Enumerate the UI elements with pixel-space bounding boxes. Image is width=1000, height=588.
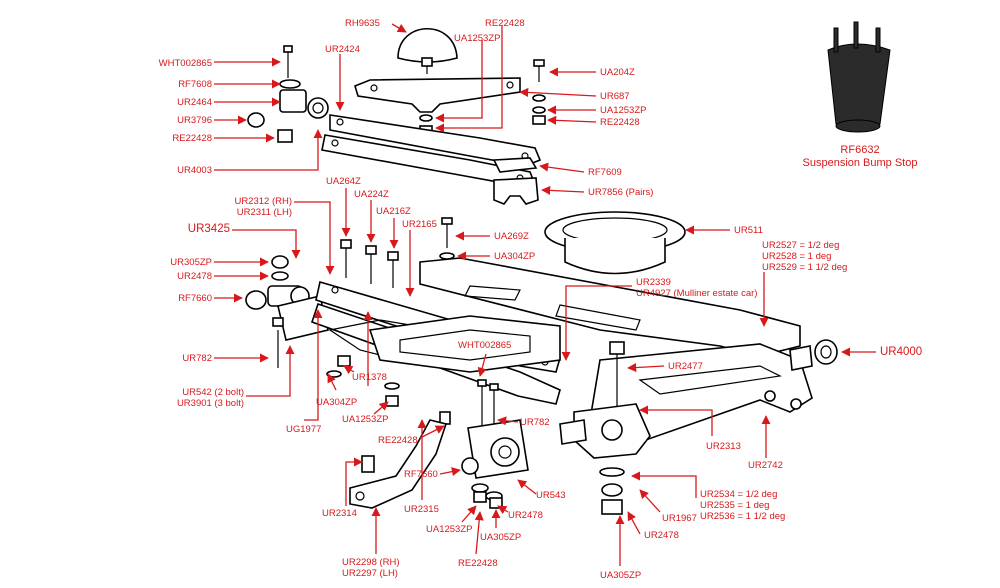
- label-re22428-mid: RE22428: [378, 435, 418, 446]
- label-ua304zp-mid: UA304ZP: [316, 397, 358, 408]
- clamp-pair: [492, 157, 539, 205]
- label-ur2477: UR2477: [668, 361, 703, 372]
- label-ur687: UR687: [600, 91, 630, 102]
- label-re22428-top: RE22428: [485, 18, 525, 29]
- bolt-ua204z: [532, 59, 546, 125]
- label-ur2536: UR2536 = 1 1/2 deg: [700, 511, 786, 522]
- label-rf7660-mid: RF7660: [404, 469, 438, 480]
- inset-part-number: RF6632: [840, 144, 880, 156]
- label-ur542: UR542 (2 bolt): [182, 387, 244, 398]
- label-rf7609: RF7609: [588, 167, 622, 178]
- label-ur2529: UR2529 = 1 1/2 deg: [762, 262, 848, 273]
- label-ur2478-br: UR2478: [644, 530, 679, 541]
- inset-caption: RF6632 Suspension Bump Stop: [790, 144, 930, 170]
- label-ua269z: UA269Z: [494, 231, 529, 242]
- lower-swivel: [461, 379, 529, 509]
- kingpin: [609, 341, 625, 406]
- label-ur1378: UR1378: [352, 372, 387, 383]
- label-ua1253zp-mid: UA1253ZP: [342, 414, 389, 425]
- label-ur2742: UR2742: [748, 460, 783, 471]
- label-ur7856: UR7856 (Pairs): [588, 187, 654, 198]
- label-rf7660-left: RF7660: [178, 293, 212, 304]
- label-rh9635: RH9635: [345, 18, 380, 29]
- label-re22428-bot: RE22428: [458, 558, 498, 569]
- label-ua224z: UA224Z: [354, 189, 389, 200]
- label-ua305zp-bot: UA305ZP: [480, 532, 522, 543]
- label-wht002865-mid: WHT002865: [458, 340, 512, 351]
- label-ua305zp-br: UA305ZP: [600, 570, 642, 581]
- label-ua1253zp-r: UA1253ZP: [600, 105, 647, 116]
- top-bracket: [354, 77, 521, 113]
- label-ur2527: UR2527 = 1/2 deg: [762, 240, 840, 251]
- label-ug1977: UG1977: [286, 424, 322, 435]
- parts-drawing: [245, 21, 891, 515]
- label-ur511: UR511: [734, 225, 763, 236]
- spring-pan: [544, 211, 686, 275]
- label-ur2298: UR2298 (RH): [342, 557, 400, 568]
- label-ua304zp-top: UA304ZP: [494, 251, 536, 262]
- label-ur2312: UR2312 (RH): [234, 196, 292, 207]
- label-ur3425: UR3425: [187, 223, 230, 235]
- label-ur2311: UR2311 (LH): [236, 207, 292, 218]
- inset-bump-stop: [827, 21, 891, 133]
- label-ur2313: UR2313: [706, 441, 741, 452]
- lower-arm-left: [245, 255, 329, 368]
- label-ua204z: UA204Z: [600, 67, 635, 78]
- label-ua1253zp-top: UA1253ZP: [454, 33, 501, 44]
- label-ur1967: UR1967: [662, 513, 697, 524]
- label-ur4927: UR4927 (Mulliner estate car): [636, 288, 758, 299]
- label-ua216z: UA216Z: [376, 206, 411, 217]
- label-ur2478-left: UR2478: [177, 271, 212, 282]
- label-ur3901: UR3901 (3 bolt): [176, 398, 244, 409]
- label-ur2534: UR2534 = 1/2 deg: [700, 489, 778, 500]
- label-ur4000: UR4000: [880, 346, 923, 358]
- label-ur2424: UR2424: [325, 44, 360, 55]
- label-ur543: UR543: [536, 490, 566, 501]
- steering-arm: [349, 419, 448, 509]
- leader-arrows: [214, 23, 876, 566]
- label-ur2464: UR2464: [177, 97, 212, 108]
- inset-description: Suspension Bump Stop: [802, 157, 918, 169]
- label-ur782-mid: UR782: [520, 417, 550, 428]
- bump-stop-dome: [397, 27, 458, 74]
- bolt-set: [340, 217, 455, 288]
- upper-ball-joint: [247, 45, 329, 143]
- label-ur3796: UR3796: [177, 115, 212, 126]
- stub-axle: [789, 345, 813, 371]
- label-rf7608: RF7608: [178, 79, 212, 90]
- label-ur2478-bot: UR2478: [508, 510, 543, 521]
- label-ua1253zp-bot: UA1253ZP: [426, 524, 473, 535]
- label-ur2339: UR2339: [636, 277, 671, 288]
- lower-trunnion: [559, 403, 651, 515]
- label-ur305zp: UR305ZP: [170, 257, 212, 268]
- label-wht002865-top: WHT002865: [158, 58, 212, 69]
- subframe-plate: [419, 257, 801, 357]
- label-re22428-left: RE22428: [172, 133, 212, 144]
- label-ur2535: UR2535 = 1 deg: [700, 500, 770, 511]
- label-ur2528: UR2528 = 1 deg: [762, 251, 832, 262]
- label-ur4003: UR4003: [177, 165, 212, 176]
- label-ur2315: UR2315: [404, 504, 439, 515]
- label-ur782-left: UR782: [182, 353, 212, 364]
- label-ur2297: UR2297 (LH): [342, 568, 398, 579]
- label-re22428-r: RE22428: [600, 117, 640, 128]
- label-ur2165: UR2165: [402, 219, 437, 230]
- label-ur2314: UR2314: [322, 508, 357, 519]
- label-ua264z: UA264Z: [326, 176, 361, 187]
